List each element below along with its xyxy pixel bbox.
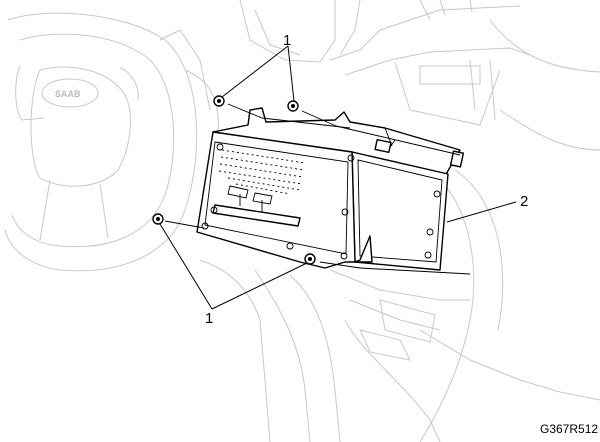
callout-1-bottom-leaders [159, 223, 308, 310]
radio-module [196, 107, 465, 271]
vent-grille [218, 149, 306, 195]
screw-top-right [287, 100, 337, 127]
steering-wheel: SAAB [4, 12, 219, 272]
callout-1-top-leaders [221, 45, 295, 102]
callout-2-leader [446, 201, 517, 223]
screw-top-left [213, 95, 263, 119]
dashboard-outline [239, 0, 600, 151]
callout-1-bottom: 1 [205, 310, 213, 327]
callout-1-top: 1 [283, 32, 291, 49]
saab-emblem: SAAB [55, 89, 81, 99]
center-console [199, 169, 600, 442]
screw-bottom [304, 253, 361, 269]
callout-2: 2 [520, 193, 528, 210]
screw-left [152, 213, 205, 229]
figure-reference: G367R512 [540, 422, 598, 436]
